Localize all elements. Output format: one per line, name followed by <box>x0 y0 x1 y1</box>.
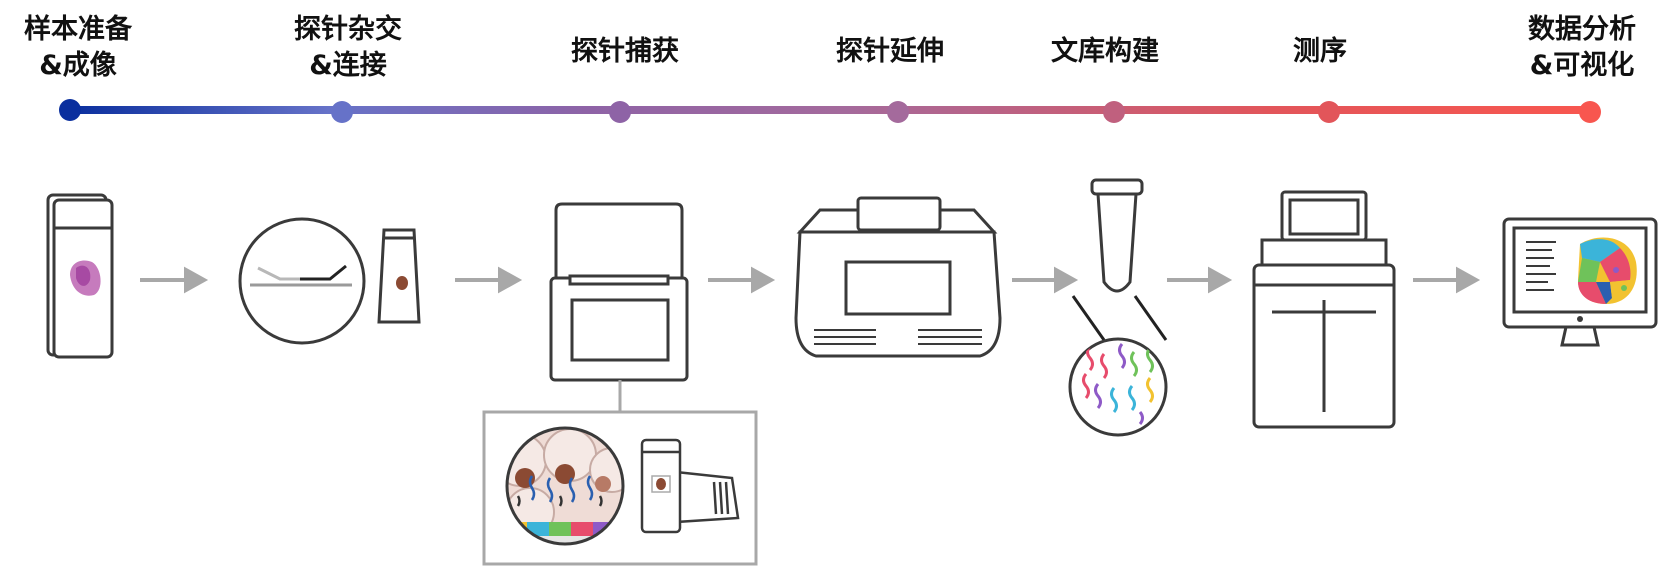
timeline-dot <box>1579 101 1601 123</box>
timeline-dot <box>609 101 631 123</box>
arrow-icon <box>1012 266 1079 294</box>
timeline-dot <box>887 101 909 123</box>
step-label-data-analysis: 数据分析&可视化 <box>1528 14 1636 81</box>
step-label-sample-prep: 样本准备&成像 <box>24 14 132 81</box>
capture-instrument-icon <box>549 202 689 412</box>
step-label-probe-capture: 探针捕获 <box>571 36 679 67</box>
step-label-probe-extension: 探针延伸 <box>836 36 944 67</box>
timeline <box>59 99 1601 123</box>
spatial-map-icon <box>1578 237 1637 304</box>
step-label-probe-hybridization: 探针杂交&连接 <box>294 14 402 81</box>
flow-arrows <box>140 266 1481 294</box>
timeline-dot <box>1318 101 1340 123</box>
tissue-magnified-icon <box>507 428 623 544</box>
thermal-cycler-icon <box>794 196 1002 358</box>
slide-icon <box>46 193 114 359</box>
sequencer-icon <box>1252 190 1396 429</box>
timeline-dot <box>1103 101 1125 123</box>
arrow-icon <box>708 266 776 294</box>
timeline-dot <box>331 101 353 123</box>
arrow-icon <box>1167 266 1233 294</box>
slide-holder-icon <box>640 438 740 534</box>
arrow-icon <box>1413 266 1481 294</box>
step-label-sequencing: 测序 <box>1293 36 1347 67</box>
arrow-icon <box>455 266 523 294</box>
monitor-icon <box>1502 217 1658 347</box>
probe-hybridization-icon <box>238 217 421 345</box>
library-tube-icon <box>1068 178 1168 437</box>
step-label-library-construction: 文库构建 <box>1051 36 1159 67</box>
arrow-icon <box>140 266 209 294</box>
timeline-dot <box>59 99 81 121</box>
capture-inset <box>482 410 758 566</box>
